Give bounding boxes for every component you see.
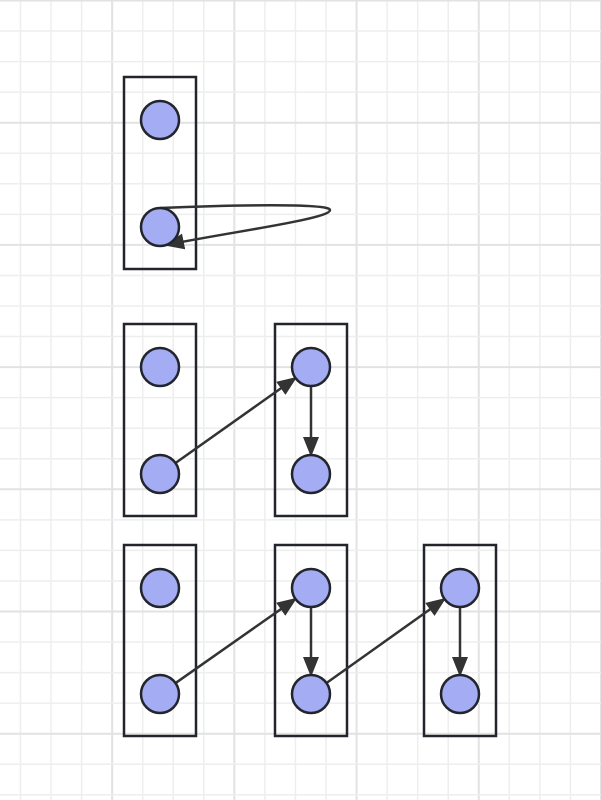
node-b3 (139, 673, 181, 715)
node-b1 (139, 206, 181, 248)
node-a2 (139, 346, 181, 388)
group-box-g6 (422, 543, 498, 738)
node-b2 (139, 453, 181, 495)
group-box-g4 (122, 543, 198, 738)
node-c3 (290, 567, 332, 609)
edges (159, 204, 468, 685)
edge-b2-c2 (174, 376, 298, 465)
edge-b3-c3 (174, 597, 298, 685)
node-e3 (439, 567, 481, 609)
node-a3 (139, 567, 181, 609)
group-box-g3 (273, 322, 349, 518)
group-box-g5 (273, 543, 349, 738)
node-f3 (439, 673, 481, 715)
node-d3 (290, 673, 332, 715)
node-a1 (139, 99, 181, 141)
node-groups (122, 75, 498, 738)
group-box-g2 (122, 322, 198, 518)
nodes (139, 99, 481, 715)
group-box-g1 (122, 75, 198, 271)
self-loop-edge (159, 204, 332, 250)
node-c2 (290, 346, 332, 388)
node-d2 (290, 453, 332, 495)
edge-d3-e3 (325, 597, 447, 685)
